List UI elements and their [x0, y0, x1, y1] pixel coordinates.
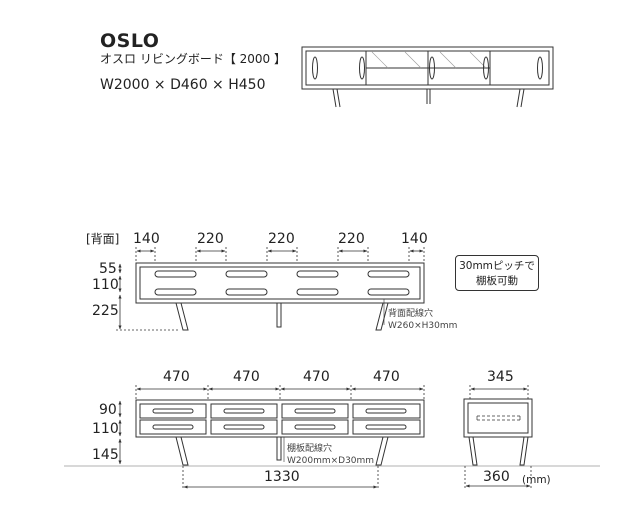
product-subtitle: オスロ リビングボード【 2000 】	[100, 52, 286, 66]
product-dimensions: W2000 × D460 × H450	[100, 77, 266, 93]
shelf-pitch-note: 30mmピッチで 棚板可動	[455, 255, 539, 291]
back-height-110: 110	[92, 277, 119, 293]
front-dim-1: 470	[163, 369, 190, 385]
leg-span-dim: 1330	[264, 469, 300, 485]
shelf-pitch-note-line1: 30mmピッチで	[459, 260, 535, 272]
front-height-145: 145	[92, 447, 119, 463]
front-height-110: 110	[92, 421, 119, 437]
back-height-225: 225	[92, 303, 119, 319]
overview-elevation	[301, 46, 554, 108]
back-top-dims	[135, 247, 425, 263]
side-view	[463, 398, 533, 466]
shelf-hole-note-size: W200mm×D30mm	[287, 456, 375, 466]
product-name: OSLO	[100, 30, 160, 52]
front-dim-2: 470	[233, 369, 260, 385]
front-dim-3: 470	[303, 369, 330, 385]
back-hole-note-size: W260×H30mm	[388, 321, 458, 331]
back-dim-4: 220	[338, 231, 365, 247]
front-view	[135, 399, 425, 466]
front-height-90: 90	[99, 402, 117, 418]
shelf-hole-note-title: 棚板配線穴	[287, 444, 333, 454]
side-depth-top-dim: 345	[487, 369, 514, 385]
front-top-dims	[135, 385, 425, 400]
back-height-55: 55	[99, 261, 117, 277]
back-hole-note-title: 背面配線穴	[388, 309, 434, 319]
back-dim-2: 220	[197, 231, 224, 247]
back-height-arrows	[116, 263, 180, 331]
back-dim-1: 140	[133, 231, 160, 247]
shelf-pitch-note-line2: 棚板可動	[476, 275, 518, 287]
back-dim-5: 140	[401, 231, 428, 247]
front-dim-4: 470	[373, 369, 400, 385]
back-dim-3: 220	[268, 231, 295, 247]
side-depth-bottom-dim: 360	[483, 469, 510, 485]
back-view-label: [背面]	[86, 232, 120, 246]
back-view	[135, 262, 425, 331]
unit-label: (mm)	[522, 474, 551, 486]
